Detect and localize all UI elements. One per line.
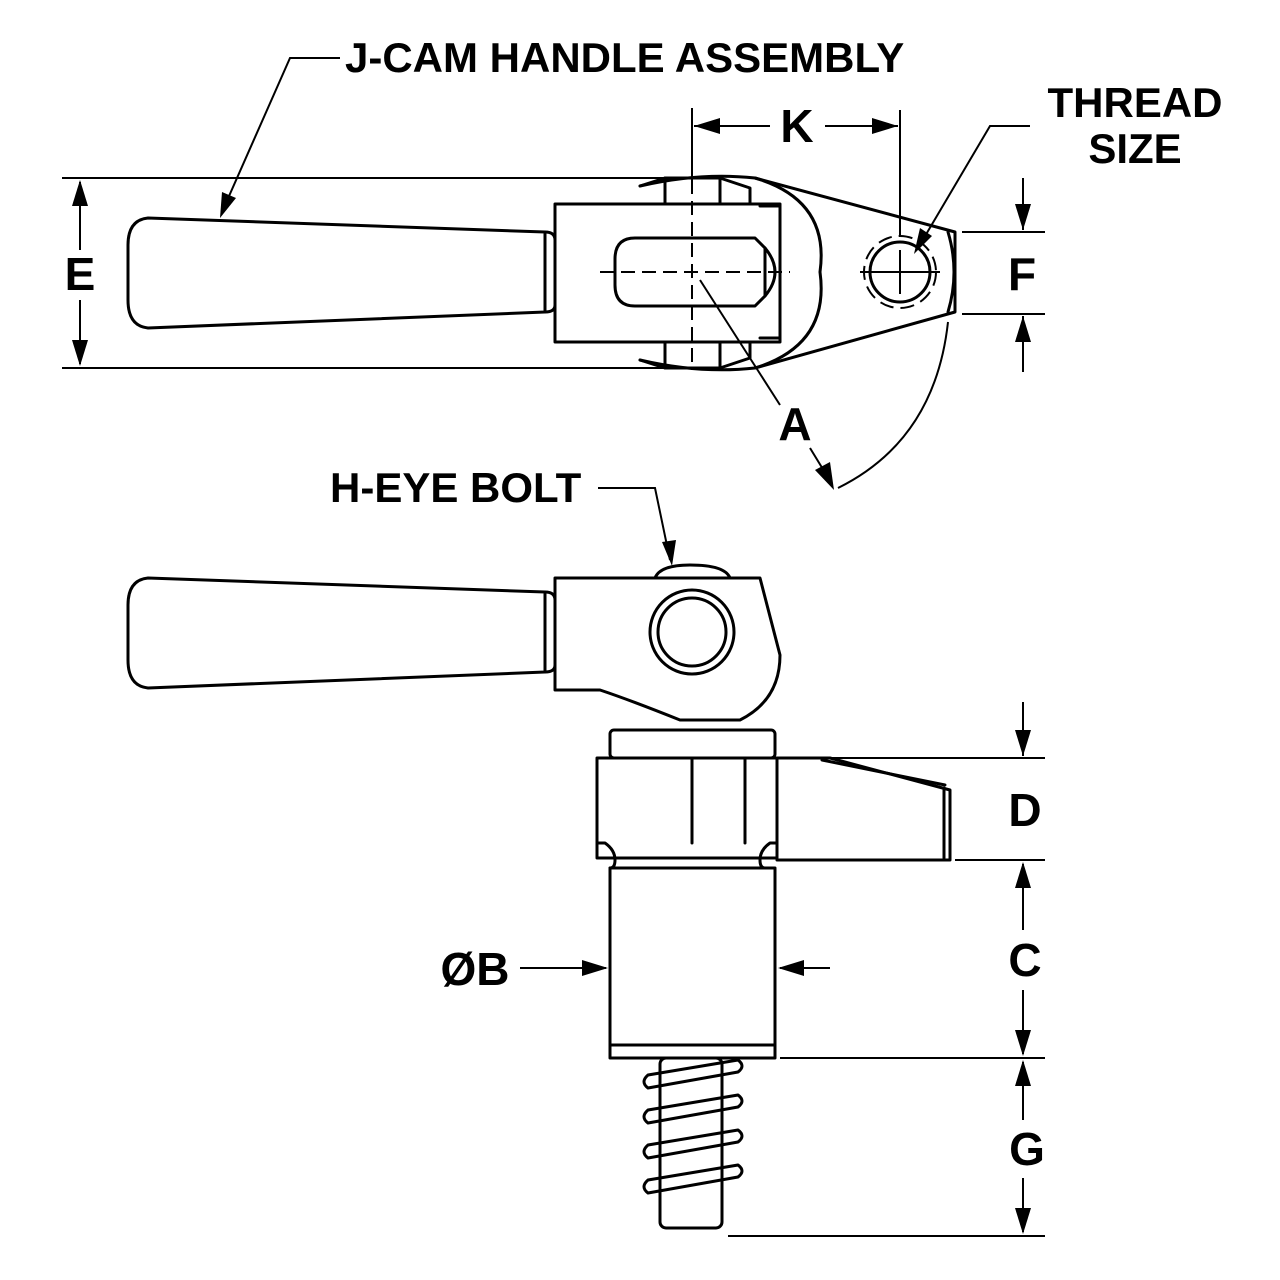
spring-coils bbox=[642, 1058, 744, 1195]
dim-c: C bbox=[780, 862, 1045, 1059]
dim-g: G bbox=[728, 1060, 1045, 1237]
dim-f-label: F bbox=[1008, 248, 1036, 300]
top-handle-grip bbox=[126, 216, 547, 330]
thread-size-label-2: SIZE bbox=[1088, 125, 1181, 172]
j-cam-label: J-CAM HANDLE ASSEMBLY bbox=[345, 34, 904, 81]
side-hex-body bbox=[595, 756, 779, 860]
dim-a: A bbox=[699, 279, 949, 490]
dim-g-label: G bbox=[1009, 1123, 1045, 1175]
thread-size-leader: THREAD SIZE bbox=[914, 79, 1223, 254]
top-view bbox=[126, 108, 957, 372]
dim-k: K bbox=[694, 100, 898, 152]
dim-e-label: E bbox=[65, 248, 96, 300]
dim-k-label: K bbox=[780, 100, 813, 152]
dim-a-label: A bbox=[778, 398, 811, 450]
h-eye-bolt-leader: H-EYE BOLT bbox=[330, 464, 676, 566]
dim-d-label: D bbox=[1008, 784, 1041, 836]
dim-b-label: ØB bbox=[441, 943, 510, 995]
dim-e: E bbox=[62, 177, 670, 369]
side-cylinder bbox=[608, 866, 777, 1060]
side-cam-body bbox=[553, 576, 782, 722]
side-view bbox=[126, 563, 952, 1230]
dim-d: D bbox=[830, 702, 1045, 861]
dim-b: ØB bbox=[441, 943, 830, 995]
dim-f: F bbox=[962, 178, 1045, 372]
side-handle-grip bbox=[126, 576, 547, 690]
j-cam-leader: J-CAM HANDLE ASSEMBLY bbox=[220, 34, 904, 218]
h-eye-bolt-label: H-EYE BOLT bbox=[330, 464, 582, 511]
thread-size-label-1: THREAD bbox=[1048, 79, 1223, 126]
dim-c-label: C bbox=[1008, 934, 1041, 986]
